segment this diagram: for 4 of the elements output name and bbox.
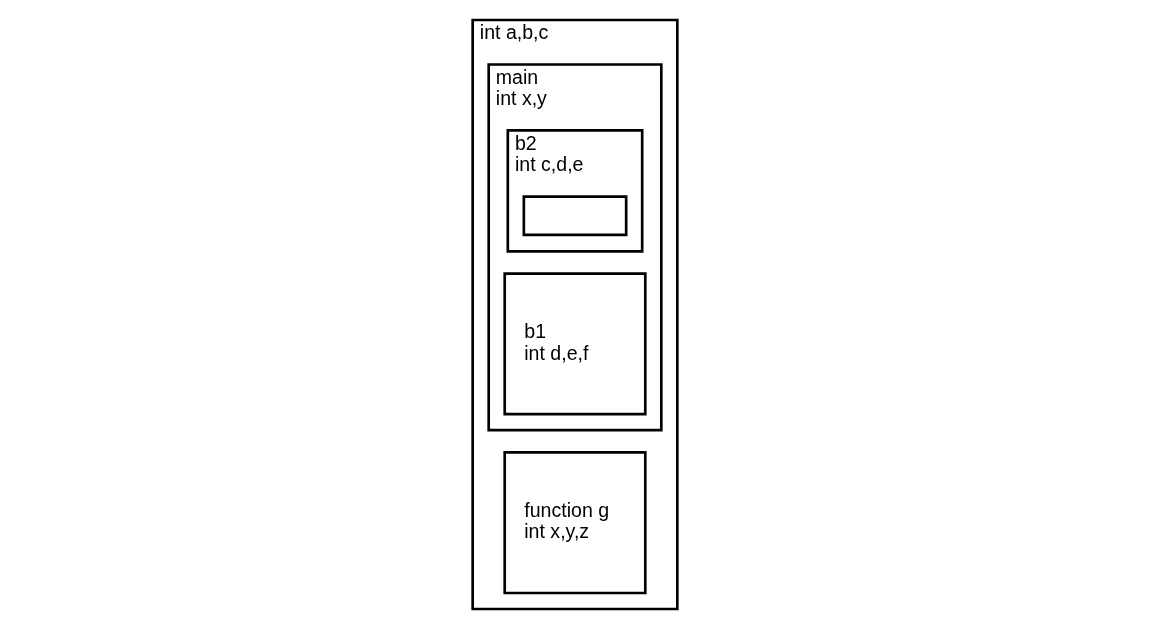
node-box: function g int x,y,z (502, 451, 647, 595)
node-box: b1 int d,e,f (502, 272, 647, 416)
node-box (522, 195, 627, 237)
cluster: b2 int c,d,e (506, 129, 643, 253)
